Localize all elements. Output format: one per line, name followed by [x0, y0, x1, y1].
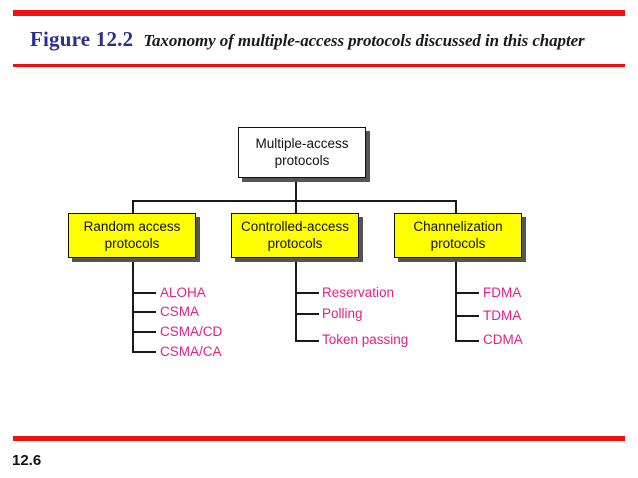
- figure-label: Figure 12.2: [30, 27, 134, 51]
- bottom-accent-rule: [13, 436, 625, 441]
- connector-drop-channelization: [455, 200, 457, 214]
- connector-spine-controlled-access: [295, 258, 297, 342]
- node-multiple-access-protocols[interactable]: Multiple-access protocols: [238, 127, 366, 178]
- title-underline-rule: [13, 64, 625, 67]
- node-label-line2: protocols: [104, 235, 160, 251]
- connector-stub-tdma: [455, 315, 479, 317]
- top-accent-rule: [13, 10, 625, 16]
- connector-bus: [132, 200, 457, 202]
- figure-title: Taxonomy of multiple-access protocols di…: [143, 31, 585, 50]
- connector-stub-reservation: [295, 292, 319, 294]
- slide-heading: Figure 12.2 Taxonomy of multiple-access p…: [30, 27, 585, 52]
- connector-drop-controlled-access: [295, 200, 297, 214]
- leaf-csma-cd[interactable]: CSMA/CD: [160, 324, 223, 339]
- connector-drop-random-access: [132, 200, 134, 214]
- connector-stub-csma: [132, 311, 156, 313]
- node-label-line1: Multiple-access: [255, 136, 349, 152]
- leaf-reservation[interactable]: Reservation: [322, 285, 395, 300]
- node-label-line1: Channelization: [413, 219, 503, 235]
- node-random-access-protocols[interactable]: Random access protocols: [68, 213, 196, 258]
- node-label-line1: Random access: [83, 219, 181, 235]
- page-number: 12.6: [12, 452, 42, 469]
- leaf-csma[interactable]: CSMA: [160, 304, 200, 319]
- connector-stub-cdma: [455, 340, 479, 342]
- leaf-token-passing[interactable]: Token passing: [322, 332, 409, 347]
- connector-stub-csma-cd: [132, 331, 156, 333]
- connector-spine-random-access: [132, 258, 134, 353]
- connector-root-stem: [295, 178, 297, 201]
- leaf-fdma[interactable]: FDMA: [483, 285, 522, 300]
- leaf-aloha[interactable]: ALOHA: [160, 285, 206, 300]
- node-label-line2: protocols: [430, 235, 486, 251]
- leaf-tdma[interactable]: TDMA: [483, 308, 522, 323]
- connector-stub-polling: [295, 313, 319, 315]
- node-label-line2: protocols: [267, 235, 323, 251]
- node-channelization-protocols[interactable]: Channelization protocols: [394, 213, 522, 258]
- connector-spine-channelization: [455, 258, 457, 342]
- node-controlled-access-protocols[interactable]: Controlled-access protocols: [231, 213, 359, 258]
- connector-stub-fdma: [455, 292, 479, 294]
- node-label-line1: Controlled-access: [240, 219, 350, 235]
- leaf-cdma[interactable]: CDMA: [483, 332, 523, 347]
- connector-stub-token-passing: [295, 340, 319, 342]
- connector-stub-aloha: [132, 292, 156, 294]
- connector-stub-csma-ca: [132, 351, 156, 353]
- node-label-line2: protocols: [274, 152, 330, 168]
- leaf-polling[interactable]: Polling: [322, 306, 363, 321]
- leaf-csma-ca[interactable]: CSMA/CA: [160, 344, 222, 359]
